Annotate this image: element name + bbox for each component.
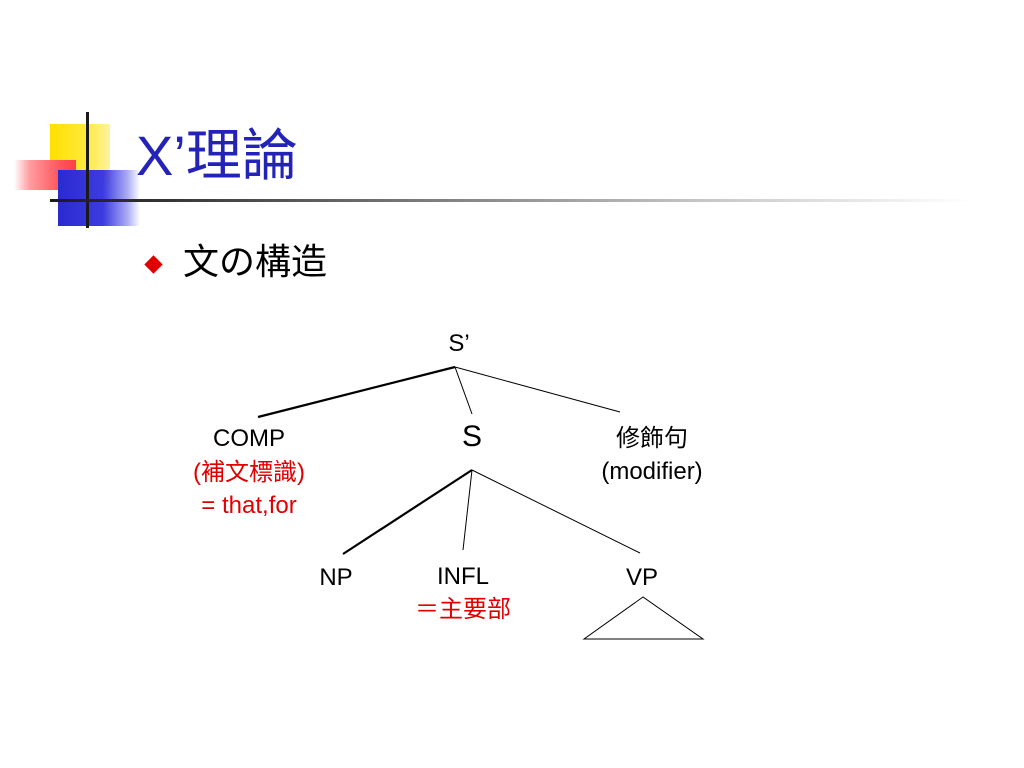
- node-np: NP: [319, 564, 353, 591]
- branch-s-np: [342, 469, 473, 555]
- node-comp: COMP: [213, 425, 285, 452]
- node-root-s-prime: S’: [448, 330, 470, 357]
- title-underline: [50, 199, 970, 202]
- node-modifier: 修飾句: [616, 425, 688, 452]
- branch-root-comp: [257, 365, 456, 419]
- decor-blue-square: [58, 170, 140, 226]
- comp-note-complementizer: (補文標識): [193, 459, 305, 486]
- modifier-note: (modifier): [601, 458, 703, 485]
- node-vp: VP: [625, 564, 659, 591]
- branch-root-s: [454, 366, 473, 415]
- comp-note-examples: = that,for: [201, 492, 297, 519]
- slide-title: X’理論: [136, 124, 298, 187]
- decor-vertical-line: [86, 112, 89, 228]
- branch-s-infl: [462, 469, 473, 551]
- branch-s-vp: [471, 469, 641, 554]
- infl-note-head: ＝主要部: [415, 596, 511, 623]
- node-infl: INFL: [436, 563, 490, 590]
- bullet-text: 文の構造: [183, 242, 328, 283]
- vp-triangle: [582, 596, 705, 640]
- node-s: S: [461, 420, 483, 453]
- branch-root-modifier: [454, 366, 621, 413]
